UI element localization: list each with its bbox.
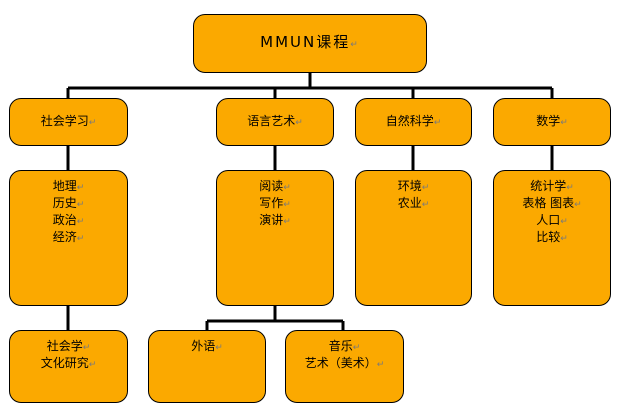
list-item: 阅读↵ bbox=[259, 179, 291, 193]
list-item: 艺术（美术）↵ bbox=[304, 356, 385, 370]
category-label: 社会学习↵ bbox=[40, 113, 97, 128]
list-item: 人口↵ bbox=[536, 213, 568, 227]
items-node-language-arts: 阅读↵ 写作↵ 演讲↵ bbox=[216, 170, 334, 306]
list-item: 历史↵ bbox=[52, 196, 85, 210]
items-node-natural-science: 环境↵ 农业↵ bbox=[355, 170, 472, 306]
list-item: 外语↵ bbox=[191, 339, 223, 353]
sub-node-foreign-language: 外语↵ bbox=[148, 330, 266, 403]
category-node-natural-science: 自然科学↵ bbox=[355, 98, 472, 146]
list-item: 表格 图表↵ bbox=[522, 196, 582, 210]
list-item: 写作↵ bbox=[259, 196, 291, 210]
root-label: MMUN课程↵ bbox=[260, 32, 360, 51]
category-node-mathematics: 数学↵ bbox=[493, 98, 611, 146]
category-label: 语言艺术↵ bbox=[247, 113, 303, 128]
category-label: 数学↵ bbox=[536, 113, 568, 128]
root-node-mmun-curriculum: MMUN课程↵ bbox=[193, 14, 427, 73]
list-item: 环境↵ bbox=[397, 179, 430, 193]
list-item: 统计学↵ bbox=[530, 179, 574, 193]
items-node-mathematics: 统计学↵ 表格 图表↵ 人口↵ 比较↵ bbox=[493, 170, 611, 306]
category-node-language-arts: 语言艺术↵ bbox=[216, 98, 334, 146]
list-item: 比较↵ bbox=[536, 230, 568, 244]
category-label: 自然科学↵ bbox=[385, 113, 442, 128]
sub-node-sociology-cultural-studies: 社会学↵ 文化研究↵ bbox=[9, 330, 128, 403]
list-item: 社会学↵ bbox=[46, 339, 91, 353]
category-node-social-studies: 社会学习↵ bbox=[9, 98, 128, 146]
list-item: 文化研究↵ bbox=[40, 356, 97, 370]
list-item: 经济↵ bbox=[52, 230, 85, 244]
list-item: 政治↵ bbox=[52, 213, 85, 227]
list-item: 音乐↵ bbox=[328, 339, 361, 353]
list-item: 演讲↵ bbox=[259, 213, 291, 227]
list-item: 地理↵ bbox=[52, 179, 85, 193]
sub-node-music-arts: 音乐↵ 艺术（美术）↵ bbox=[285, 330, 404, 403]
items-node-social-studies: 地理↵ 历史↵ 政治↵ 经济↵ bbox=[9, 170, 128, 306]
list-item: 农业↵ bbox=[397, 196, 430, 210]
